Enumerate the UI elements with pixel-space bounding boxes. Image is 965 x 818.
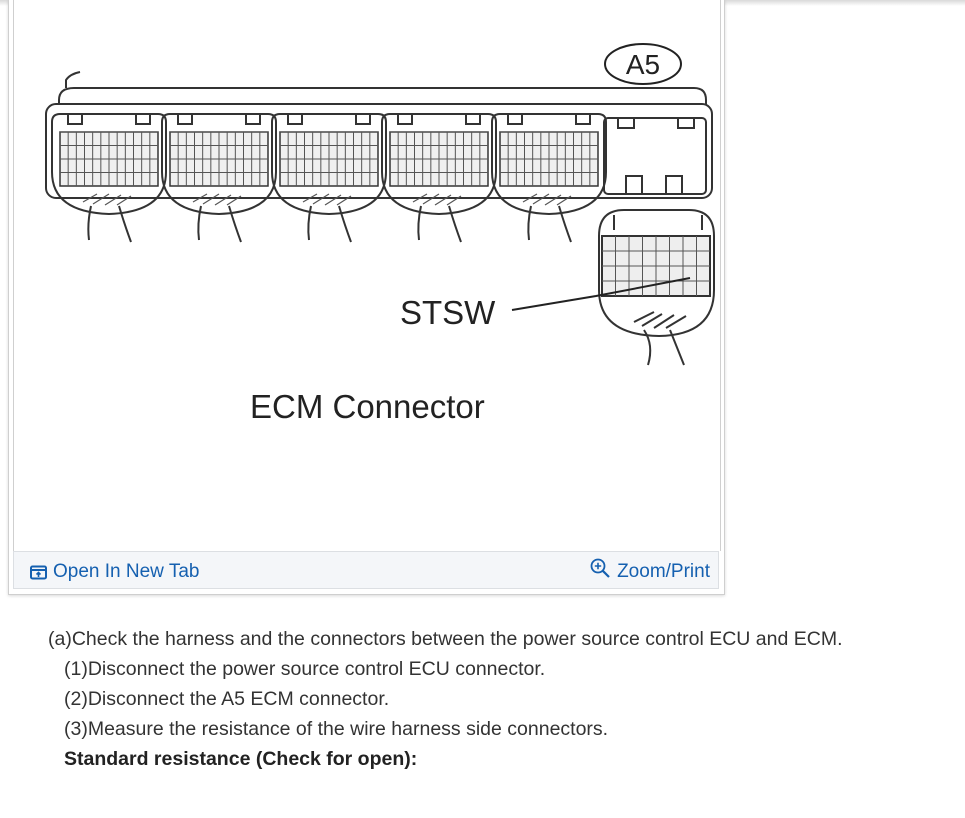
- a5-pin-grid: [602, 236, 710, 296]
- instruction-step: (3)Measure the resistance of the wire ha…: [64, 718, 609, 740]
- diagram-caption: ECM Connector: [250, 388, 485, 425]
- ecm-connector: [271, 113, 387, 243]
- housing-frame: [45, 103, 713, 199]
- standard-resistance-heading: Standard resistance (Check for open):: [64, 748, 418, 770]
- a5-label-bubble: [604, 43, 682, 85]
- ecm-connector: [161, 113, 277, 243]
- ecm-connector: [51, 113, 167, 243]
- instructions: (a)Check the harness and the connectors …: [48, 624, 843, 774]
- a5-label: A5: [626, 49, 660, 80]
- open-in-new-tab-label: Open In New Tab: [53, 561, 200, 582]
- a5-wires: [633, 311, 687, 366]
- zoom-print-label: Zoom/Print: [617, 561, 710, 582]
- instruction-main: (a)Check the harness and the connectors …: [48, 628, 843, 650]
- figure-toolbar: Open In New Tab Zoom/Print: [13, 551, 719, 589]
- instruction-step: (2)Disconnect the A5 ECM connector.: [64, 688, 390, 710]
- instruction-step: (1)Disconnect the power source control E…: [64, 658, 546, 680]
- ecm-connector: [381, 113, 497, 243]
- ecm-connector-diagram[interactable]: A5 STSW ECM Connector: [13, 0, 721, 551]
- open-in-new-tab-icon: [30, 565, 47, 579]
- ecm-connector: [491, 113, 607, 243]
- figure-card: A5 STSW ECM Connector Open In New Tab Zo…: [8, 0, 725, 595]
- housing-tab: [65, 71, 81, 88]
- connector-group: [51, 113, 607, 243]
- stsw-label: STSW: [400, 294, 496, 331]
- zoom-in-icon: [590, 558, 610, 578]
- stsw-leader-line: [511, 277, 691, 311]
- diagram-drawing: A5 STSW ECM Connector: [45, 43, 715, 425]
- empty-socket: [603, 117, 707, 195]
- zoom-print-link[interactable]: Zoom/Print: [589, 558, 710, 583]
- housing-top-line: [58, 87, 707, 101]
- open-in-new-tab-link[interactable]: Open In New Tab: [30, 561, 199, 583]
